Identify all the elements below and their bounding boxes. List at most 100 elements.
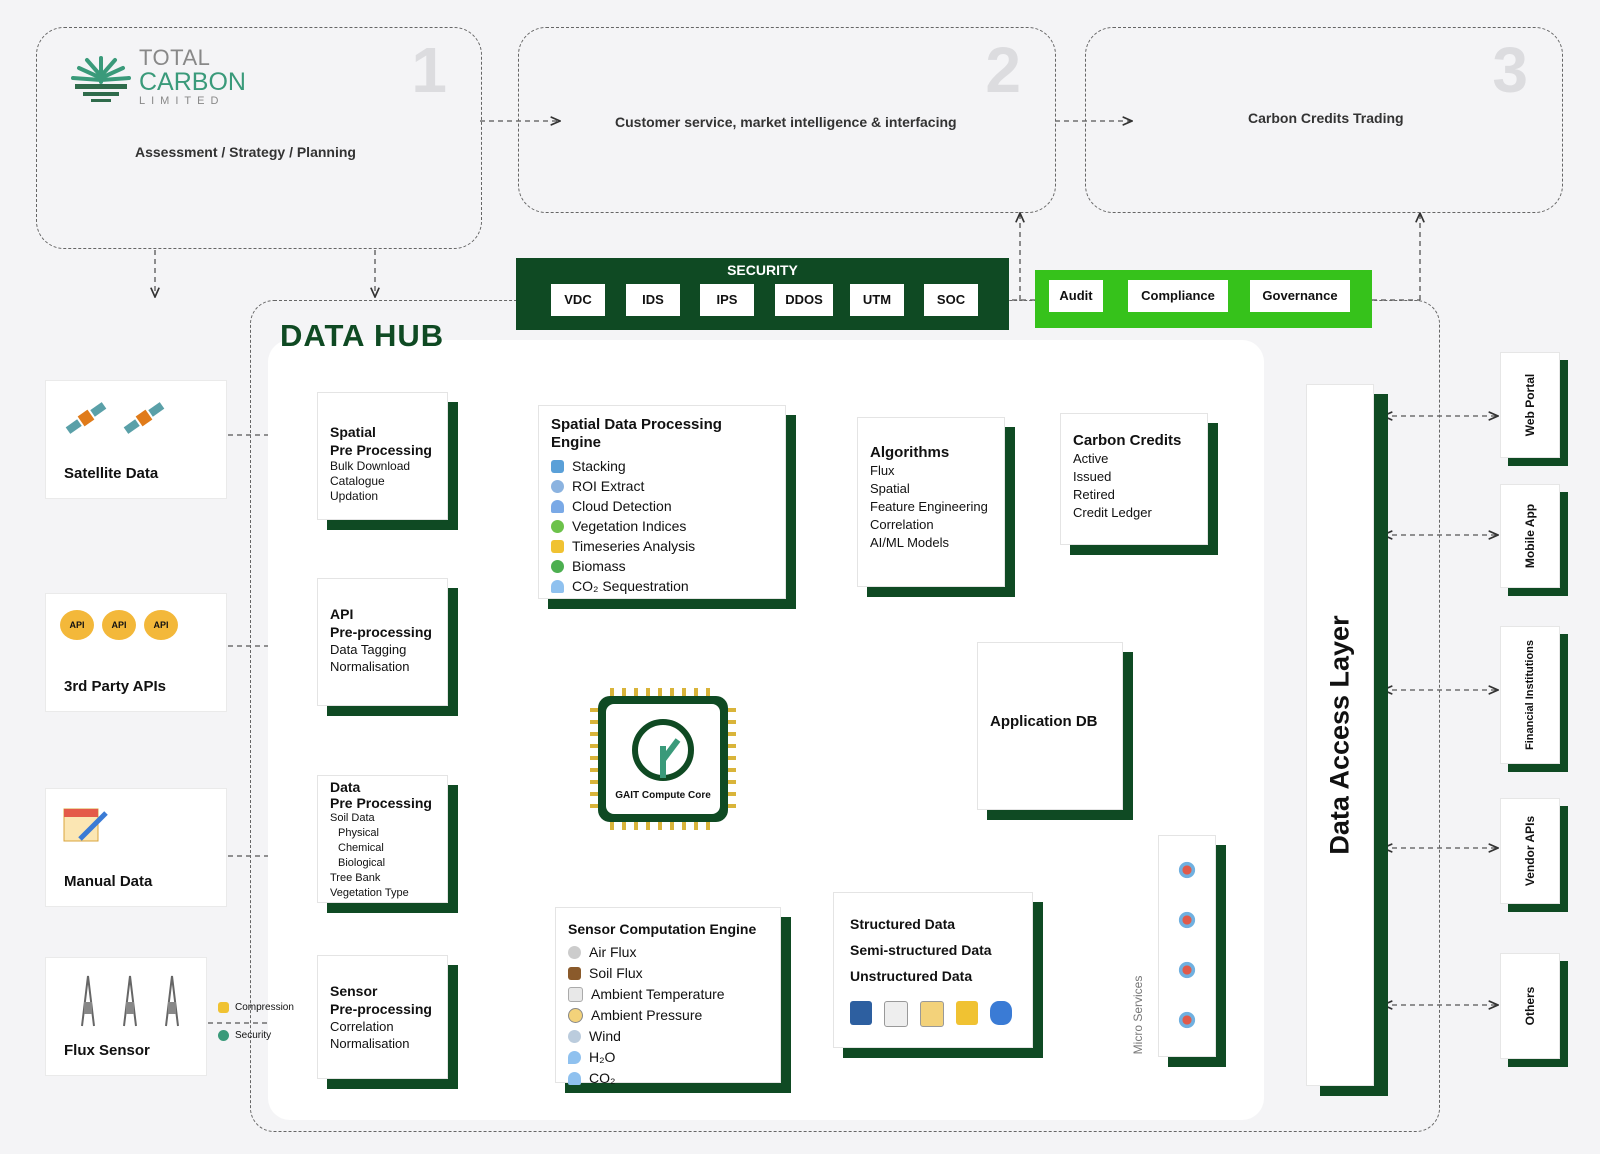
phase-2-number: 2 xyxy=(985,34,1021,106)
consumer-mobile-app: Mobile App xyxy=(1500,484,1560,588)
api-pre-line-2: Normalisation xyxy=(330,659,410,674)
application-db-title: Application DB xyxy=(990,713,1098,730)
co2-cloud-icon xyxy=(568,1072,581,1085)
manual-data-label: Manual Data xyxy=(64,873,153,890)
satellite-icon xyxy=(65,402,165,434)
sensor-computation-engine: Sensor Computation Engine Air Flux Soil … xyxy=(555,907,781,1086)
api-gear-icon: API xyxy=(102,610,136,640)
data-pre-line-4: Biological xyxy=(338,857,386,869)
list-item: Ambient Pressure xyxy=(568,1005,768,1026)
microservice-node-icon xyxy=(1173,1006,1201,1034)
flux-sensor-source: Flux Sensor xyxy=(45,957,207,1076)
plant-icon xyxy=(551,559,564,573)
application-db-card: Application DB xyxy=(977,642,1123,810)
compression-icon xyxy=(218,1002,229,1013)
security-bar: SECURITY VDC IDS IPS DDOS UTM SOC xyxy=(516,258,1009,330)
map-pin-icon xyxy=(551,479,564,493)
list-item: Flux xyxy=(870,463,895,478)
spatial-pre-title-1: Spatial xyxy=(330,424,376,440)
compression-tag: Compression xyxy=(218,1002,294,1013)
api-pre-title-2: Pre-processing xyxy=(330,624,432,640)
csv-file-icon xyxy=(920,1001,944,1027)
algorithms-card: Algorithms Flux Spatial Feature Engineer… xyxy=(857,417,1005,587)
stack-layers-icon xyxy=(551,459,564,473)
phase-1-number: 1 xyxy=(411,34,447,106)
data-pre-line-2: Physical xyxy=(338,827,379,839)
data-pre-line-6: Vegetation Type xyxy=(330,887,409,899)
data-pre-title-1: Data xyxy=(330,779,361,795)
api-pre-line-1: Data Tagging xyxy=(330,642,407,657)
soil-icon xyxy=(568,967,581,980)
list-item: Air Flux xyxy=(568,942,768,963)
carbon-credits-title: Carbon Credits xyxy=(1073,432,1182,449)
list-item: Wind xyxy=(568,1026,768,1047)
sensor-engine-list: Air Flux Soil Flux Ambient Temperature A… xyxy=(568,942,768,1089)
logo-line-1: TOTAL xyxy=(139,45,211,70)
data-pre-line-5: Tree Bank xyxy=(330,872,381,884)
data-pre-processing-card: Data Pre Processing Soil Data Physical C… xyxy=(317,775,448,903)
data-pre-title-2: Pre Processing xyxy=(330,795,432,811)
list-item: Ambient Temperature xyxy=(568,984,768,1005)
data-store-card: Structured Data Semi-structured Data Uns… xyxy=(833,892,1033,1048)
data-access-layer-label: Data Access Layer xyxy=(1324,615,1355,855)
governance-audit: Audit xyxy=(1049,280,1103,312)
wind-icon xyxy=(568,1030,581,1043)
list-item: Structured Data xyxy=(850,916,956,932)
phase-3-number: 3 xyxy=(1492,34,1528,106)
spatial-pre-line-1: Bulk Download xyxy=(330,459,411,473)
list-item: Feature Engineering xyxy=(870,499,988,514)
timeseries-chart-icon xyxy=(551,539,564,553)
list-item: CO₂ Sequestration xyxy=(551,576,773,596)
security-ids: IDS xyxy=(626,284,680,316)
logo-line-3: LIMITED xyxy=(139,95,225,107)
api-gear-icon: API xyxy=(144,610,178,640)
list-item: ROI Extract xyxy=(551,476,773,496)
list-item: Active xyxy=(1073,451,1109,466)
consumer-vendor-apis: Vendor APIs xyxy=(1500,798,1560,904)
list-item: AI/ML Models xyxy=(870,535,949,550)
phase-1-text: Assessment / Strategy / Planning xyxy=(135,144,356,160)
satellite-data-label: Satellite Data xyxy=(64,465,159,482)
logo-line-2: CARBON xyxy=(139,68,246,96)
api-pre-processing-card: API Pre-processing Data Tagging Normalis… xyxy=(317,578,448,706)
security-ddos: DDOS xyxy=(775,284,833,316)
phase-1-box: 1 TOTAL CARBON LIMITED Assessment / Stra… xyxy=(36,27,482,249)
list-item: Spatial xyxy=(870,481,910,496)
database-icon xyxy=(850,1001,872,1025)
thermometer-icon xyxy=(568,987,583,1002)
list-item: Unstructured Data xyxy=(850,968,973,984)
compute-core-label: GAIT Compute Core xyxy=(615,790,711,801)
water-drop-icon xyxy=(568,1051,581,1064)
third-party-apis-source: API API API 3rd Party APIs xyxy=(45,593,227,712)
carbon-credits-card: Carbon Credits Active Issued Retired Cre… xyxy=(1060,413,1208,545)
calendar-pencil-icon xyxy=(63,808,108,842)
security-title: SECURITY xyxy=(727,262,798,278)
compression-label: Compression xyxy=(235,1002,294,1013)
governance-bar: Audit Compliance Governance xyxy=(1035,270,1372,328)
spatial-data-processing-engine: Spatial Data Processing Engine Stacking … xyxy=(538,405,786,599)
api-gear-icon: API xyxy=(60,610,94,640)
leaf-icon xyxy=(551,519,564,533)
list-item: Cloud Detection xyxy=(551,496,773,516)
security-tag-label: Security xyxy=(235,1030,272,1041)
list-item: Vegetation Indices xyxy=(551,516,773,536)
total-carbon-logo: TOTAL CARBON LIMITED xyxy=(69,46,246,111)
consumer-others: Others xyxy=(1500,953,1560,1059)
sensor-engine-title: Sensor Computation Engine xyxy=(568,921,757,937)
gauge-icon xyxy=(568,1008,583,1023)
spatial-engine-title: Spatial Data Processing Engine xyxy=(551,416,722,451)
gait-compute-core: GAIT Compute Core xyxy=(590,688,736,830)
list-item: Biomass xyxy=(551,556,773,576)
micro-services-label: Micro Services xyxy=(1131,975,1145,1055)
satellite-data-source: Satellite Data xyxy=(45,380,227,499)
data-pre-line-3: Chemical xyxy=(338,842,384,854)
tree-logo-icon xyxy=(71,56,131,102)
document-icon xyxy=(956,1001,978,1025)
sensor-pre-line-1: Correlation xyxy=(330,1019,394,1034)
list-item: Issued xyxy=(1073,469,1112,484)
list-item: H₂O xyxy=(568,1047,768,1068)
governance-compliance: Compliance xyxy=(1128,280,1228,312)
spatial-engine-list: Stacking ROI Extract Cloud Detection Veg… xyxy=(551,456,773,596)
list-item: Credit Ledger xyxy=(1073,505,1152,520)
cloud-icon xyxy=(551,499,564,513)
